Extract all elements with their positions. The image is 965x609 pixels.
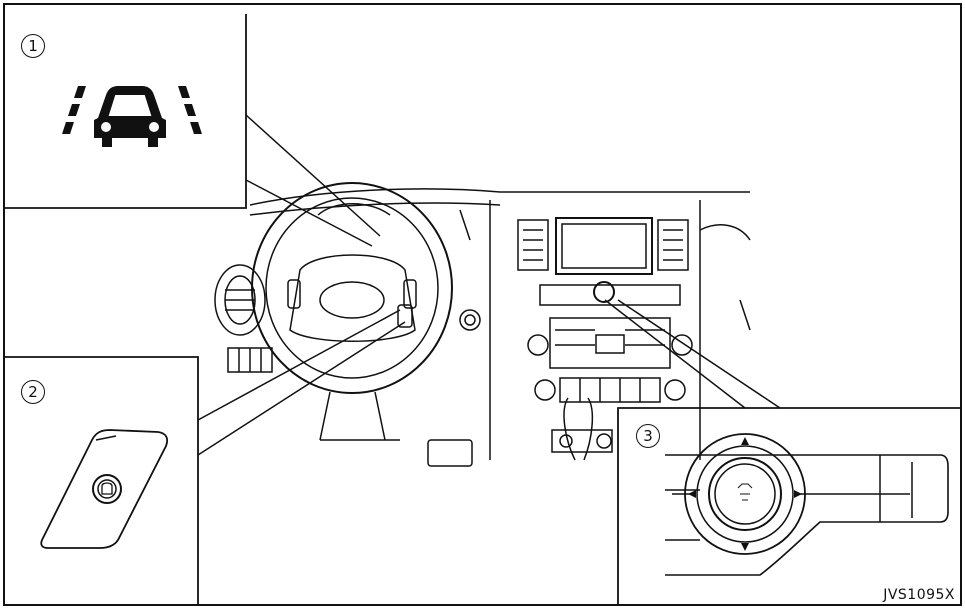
leader-line-2: [197, 309, 406, 456]
leader-line-1: [245, 114, 381, 247]
figure-code: JVS1095X: [883, 587, 955, 603]
leader-line-3: [604, 299, 781, 409]
callout-2: 2: [21, 380, 45, 404]
callout-3: 3: [636, 424, 660, 448]
lane-departure-icon: [62, 86, 202, 147]
dashboard-drawing: [214, 182, 751, 467]
lane-switch-button: [92, 474, 122, 504]
inset-panel-3-border: [617, 407, 961, 605]
figure-border: [3, 3, 962, 606]
steering-switch-drawing: [40, 429, 169, 549]
control-dial-drawing: [665, 433, 949, 576]
inset-panel-1-border: [4, 14, 247, 209]
callout-1: 1: [21, 34, 45, 58]
inset-panel-2-border: [4, 356, 199, 605]
